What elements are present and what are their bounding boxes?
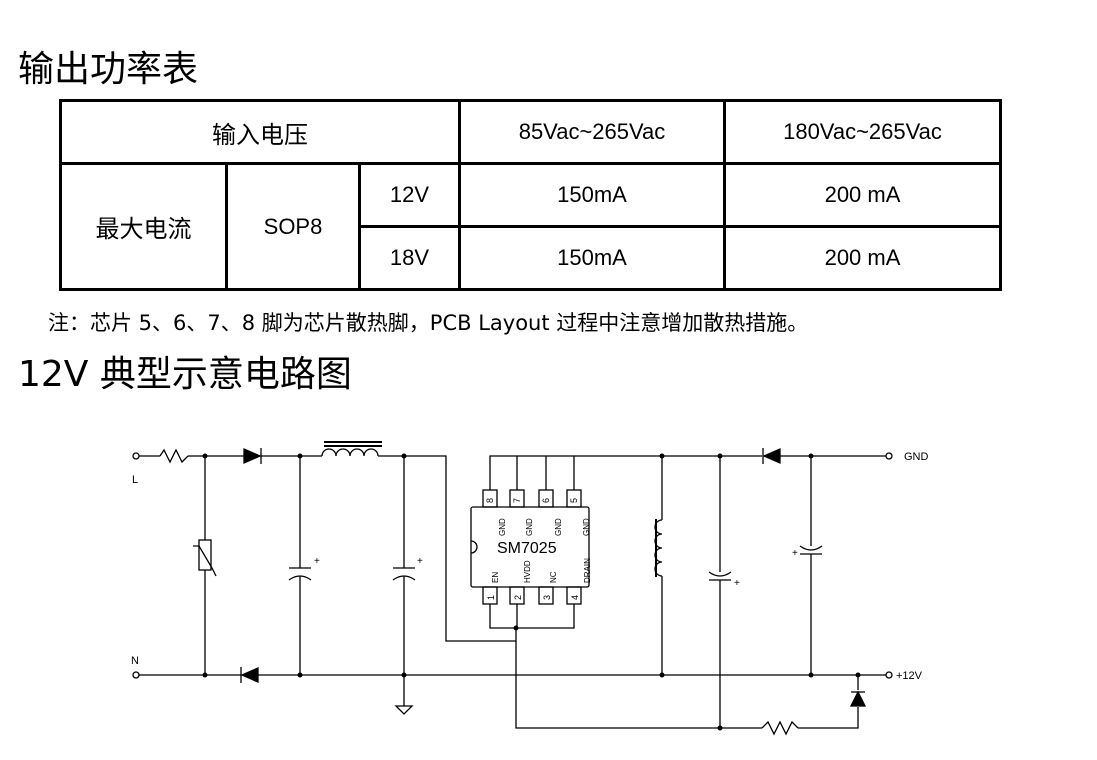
inductor-top (321, 441, 382, 457)
output-zener-diode (849, 690, 867, 707)
header-180-265vac: 180Vac~265Vac (723, 99, 1002, 165)
pin2-num: 2 (513, 595, 523, 600)
package-cell: SOP8 (225, 162, 361, 291)
max-current-label: 最大电流 (59, 162, 228, 291)
ic-sm7025: SM7025 (470, 506, 590, 588)
feedback-resistor (761, 720, 799, 736)
current-cell-12v-85: 150mA (458, 162, 726, 228)
output-12v-label: +12V (896, 670, 923, 682)
bulk-capacitor-1: + (288, 556, 320, 581)
ic-top-pins: 8 7 6 5 GND GND GND GND (482, 455, 591, 536)
heat-dissipation-note: 注：芯片 5、6、7、8 脚为芯片散热脚，PCB Layout 过程中注意增加散… (48, 311, 809, 335)
pin7-num: 7 (512, 498, 522, 503)
input-diode-bottom (240, 667, 259, 683)
section-title-output-power: 输出功率表 (18, 49, 199, 90)
cap2-plus: + (417, 556, 423, 567)
section-title-12v-circuit: 12V 典型示意电路图 (18, 354, 352, 395)
output-capacitor-1: + (708, 571, 740, 589)
input-resistor (159, 448, 189, 464)
pin7-label: GND (525, 518, 534, 536)
terminal-12v-node (885, 671, 893, 679)
pin6-label: GND (554, 518, 563, 536)
ground-symbol (394, 705, 414, 715)
ic-name: SM7025 (497, 540, 557, 557)
cap3-plus: + (734, 578, 740, 589)
terminal-gnd-node (885, 452, 893, 460)
pin3-label: NC (549, 571, 558, 583)
output-diode (762, 448, 781, 464)
current-cell-12v-180: 200 mA (723, 162, 1002, 228)
output-gnd-label: GND (904, 451, 929, 463)
input-voltage-label: 输入电压 (59, 99, 461, 165)
bulk-capacitor-2: + (392, 556, 423, 581)
output-capacitor-2: + (792, 545, 823, 559)
current-cell-18v-180: 200 mA (723, 225, 1002, 291)
terminal-l-node (132, 452, 140, 460)
cap1-plus: + (314, 556, 320, 567)
terminal-n-node (132, 671, 140, 679)
input-diode-top (243, 448, 262, 464)
pin1-num: 1 (486, 595, 496, 600)
pin2-label: HVDD (523, 560, 532, 583)
pin1-label: EN (491, 572, 500, 583)
pin8-label: GND (498, 518, 507, 536)
terminal-l-label: L (132, 474, 138, 486)
pin5-num: 5 (569, 498, 579, 503)
output-inductor (654, 519, 663, 577)
pin3-num: 3 (542, 595, 552, 600)
schematic-diagram: L N + + (131, 441, 929, 736)
pin4-num: 4 (570, 595, 580, 600)
output-power-table: 输入电压 85Vac~265Vac 180Vac~265Vac 最大电流 SOP… (59, 99, 1002, 291)
pin8-num: 8 (485, 498, 495, 503)
voltage-cell-12v: 12V (358, 162, 461, 228)
terminal-n-label: N (131, 655, 139, 667)
voltage-cell-18v: 18V (358, 225, 461, 291)
cap4-plus: + (792, 548, 798, 559)
ic-bottom-pins: 1 2 3 4 EN HVDD NC DRAIN (482, 558, 592, 629)
pin5-label: GND (582, 518, 591, 536)
current-cell-18v-85: 150mA (458, 225, 726, 291)
header-85-265vac: 85Vac~265Vac (458, 99, 726, 165)
pin6-num: 6 (541, 498, 551, 503)
pin4-label: DRAIN (583, 558, 592, 583)
